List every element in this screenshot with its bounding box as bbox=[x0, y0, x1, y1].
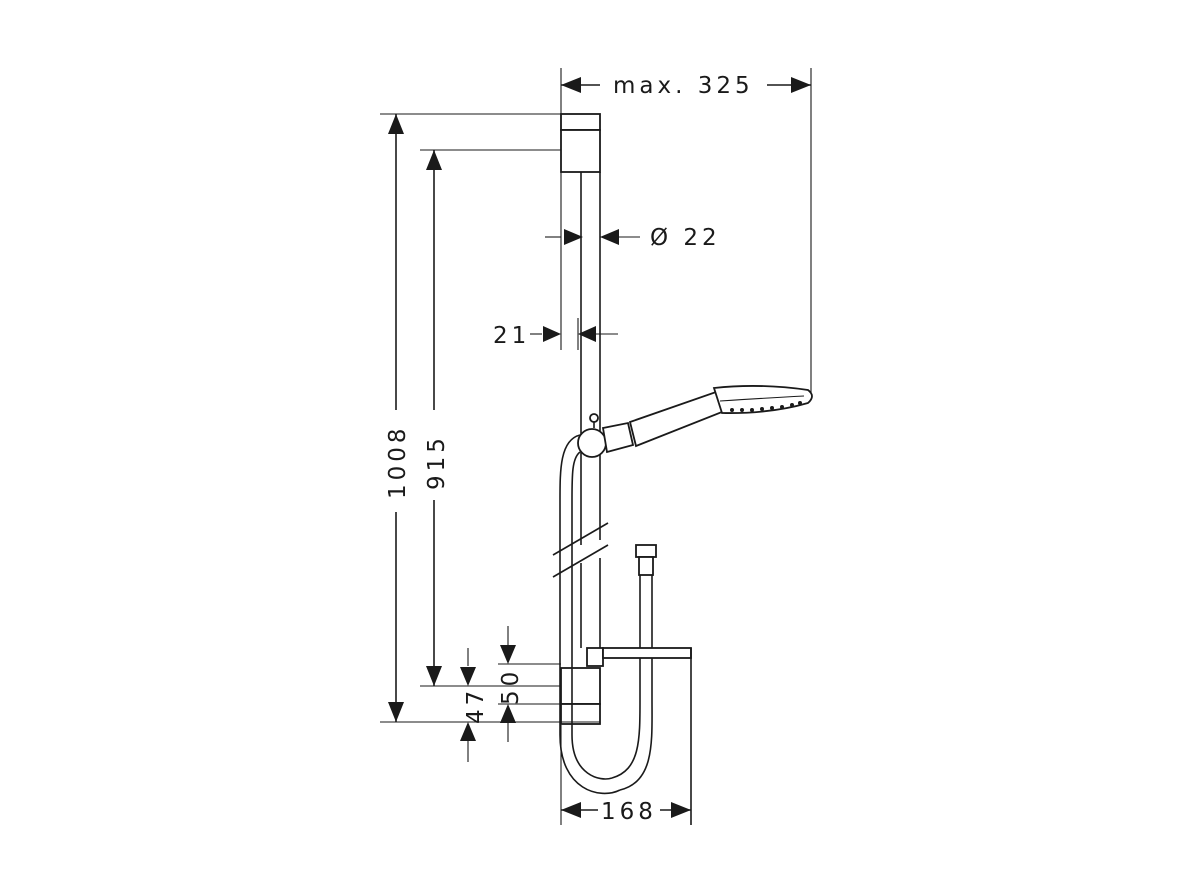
bracket-distance-label: 915 bbox=[424, 434, 450, 490]
rail-offset-label: 21 bbox=[493, 323, 530, 349]
rail-diameter-label: Ø 22 bbox=[650, 225, 721, 251]
rail-diameter-dimension: Ø 22 bbox=[545, 172, 721, 350]
total-height-label: 1008 bbox=[385, 424, 411, 499]
total-height-dimension: 1008 bbox=[380, 113, 600, 723]
slider-holder bbox=[577, 413, 607, 458]
bracket-offset-dimension: 47 bbox=[456, 648, 561, 762]
bracket-distance-dimension: 915 bbox=[420, 149, 561, 687]
lower-bracket-height-dimension: 50 bbox=[498, 626, 561, 742]
slide-rail bbox=[552, 113, 609, 725]
rail-offset-dimension: 21 bbox=[493, 318, 618, 350]
hose-width-label: 168 bbox=[601, 799, 657, 825]
hose-width-dimension: 168 bbox=[560, 725, 691, 825]
bracket-offset-label: 47 bbox=[463, 687, 489, 724]
shower-hose bbox=[559, 434, 692, 825]
lower-bracket-height-label: 50 bbox=[498, 668, 524, 705]
hand-shower bbox=[601, 385, 813, 454]
max-reach-dimension: max. 325 bbox=[560, 68, 812, 395]
max-reach-label: max. 325 bbox=[613, 73, 754, 99]
